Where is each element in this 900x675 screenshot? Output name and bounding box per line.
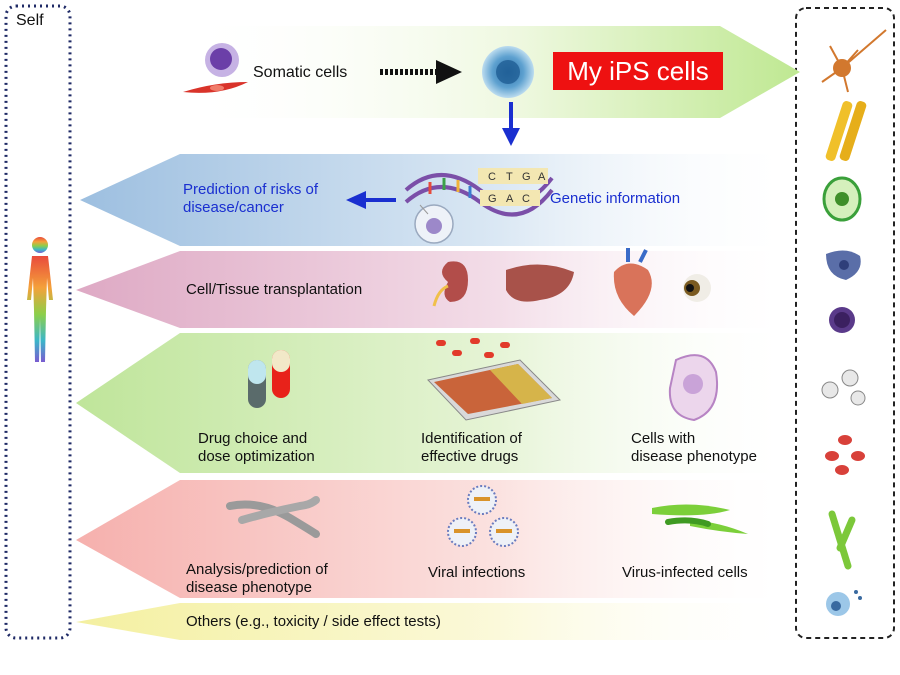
fibroblast-icon [183, 82, 248, 93]
prediction-label-line2: disease/cancer [183, 199, 284, 216]
effective-drugs-line1: Identification of [421, 430, 522, 447]
dna-letter: G [488, 193, 497, 205]
platelet-icon [821, 369, 866, 406]
effective-drugs-line2: effective drugs [421, 448, 519, 465]
disease-cells-line1: Cells with [631, 430, 696, 447]
virus-infected-cells-label: Virus-infected cells [622, 564, 748, 581]
my-ips-cells-label: My iPS cells [553, 52, 723, 90]
somatic-cell-icon [205, 43, 239, 77]
prediction-label-line1: Prediction of risks of [183, 181, 319, 198]
red-blood-cell-icon [825, 435, 865, 475]
dna-letter: A [506, 193, 514, 205]
infected-cell-icon [652, 504, 748, 534]
dna-letter: G [522, 171, 531, 183]
others-label: Others (e.g., toxicity / side effect tes… [186, 613, 441, 630]
dna-letter: T [506, 171, 513, 183]
human-body-icon [27, 237, 53, 362]
reprogram-arrow [380, 60, 462, 84]
capsule-icon [248, 350, 290, 408]
disease-band [76, 480, 780, 598]
eye-icon [683, 274, 711, 302]
muscle-fiber-icon [825, 101, 867, 161]
virus-icon [447, 485, 519, 547]
dna-letter: C [522, 193, 530, 205]
drug-choice-line2: dose optimization [198, 448, 315, 465]
dna-icon [404, 168, 554, 244]
chromosome-icon [226, 496, 320, 538]
drug-choice-line1: Drug choice and [198, 430, 308, 447]
somatic-cells-label: Somatic cells [253, 64, 348, 81]
heart-icon [613, 248, 652, 316]
transplantation-label: Cell/Tissue transplantation [186, 281, 363, 298]
viral-infections-label: Viral infections [428, 564, 526, 581]
analysis-line1: Analysis/prediction of [186, 561, 328, 578]
disease-cells-line2: disease phenotype [631, 448, 757, 465]
transplant-band [76, 251, 780, 328]
hepatocyte-icon [822, 176, 862, 222]
self-frame [4, 4, 72, 640]
neuron-icon [821, 29, 887, 93]
epithelial-cell-icon [826, 250, 861, 280]
blood-cell-icon [829, 307, 855, 333]
well-plate-icon [427, 338, 562, 421]
kidney-icon [432, 261, 468, 307]
dna-letters: C T G A G A C [488, 171, 546, 205]
bone-cell-icon [828, 510, 856, 570]
down-arrow [502, 102, 520, 146]
self-label: Self [16, 12, 44, 29]
dna-letter: C [488, 171, 496, 183]
liver-icon [506, 264, 574, 302]
diseased-cell-icon [668, 354, 718, 422]
dna-letter: A [538, 171, 546, 183]
analysis-line2: disease phenotype [186, 579, 312, 596]
ips-cell-icon [482, 46, 534, 98]
others-band [76, 603, 780, 640]
cell-types-frame [795, 7, 895, 639]
genetic-information-label: Genetic information [550, 190, 681, 207]
genetic-band [80, 154, 780, 246]
prediction-arrow [346, 191, 396, 209]
stem-cell-icon [826, 590, 862, 616]
